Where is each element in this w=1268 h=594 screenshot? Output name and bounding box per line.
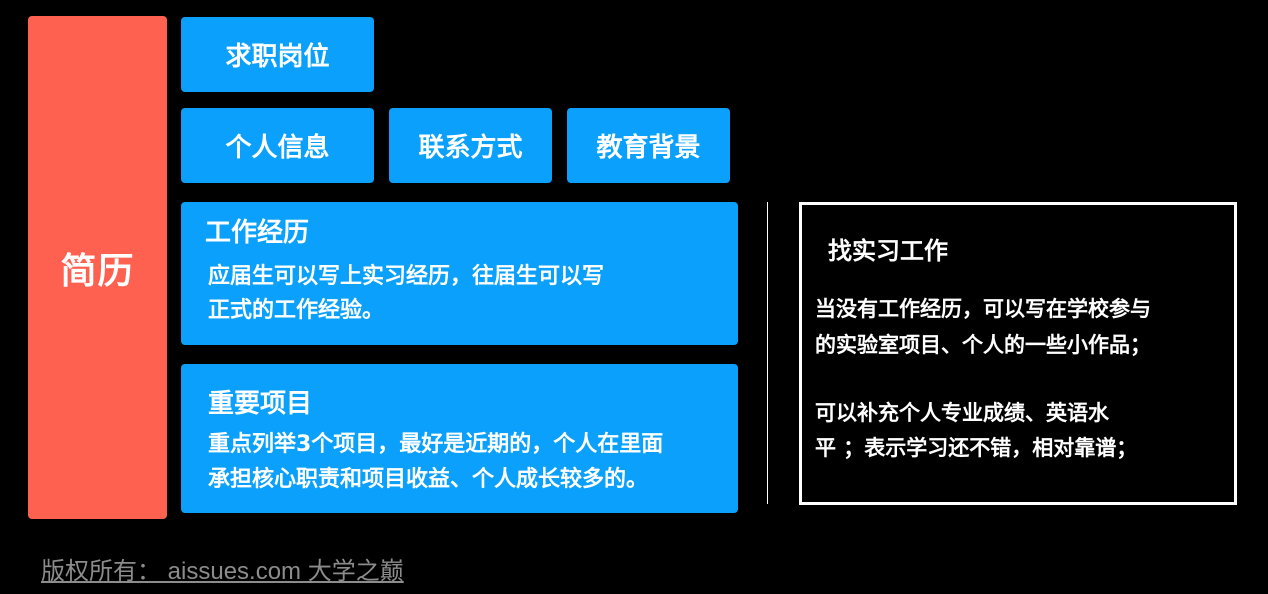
personal-info-tile: 个人信息 <box>181 108 374 183</box>
internship-note-line-2: 的实验室项目、个人的一些小作品； <box>815 333 1151 357</box>
internship-note-box: 找实习工作 当没有工作经历，可以写在学校参与 的实验室项目、个人的一些小作品； … <box>799 202 1237 505</box>
key-projects-line-2: 承担核心职责和项目收益、个人成长较多的。 <box>208 467 649 492</box>
divider-line <box>767 202 768 504</box>
key-projects-panel: 重要项目 重点列举3个项目，最好是近期的，个人在里面 承担核心职责和项目收益、个… <box>181 364 738 513</box>
work-experience-title: 工作经历 <box>205 218 310 248</box>
key-projects-line-1: 重点列举3个项目，最好是近期的，个人在里面 <box>208 432 664 457</box>
key-projects-title: 重要项目 <box>208 389 313 419</box>
work-experience-line-1: 应届生可以写上实习经历，往届生可以写 <box>208 264 605 289</box>
copyright-footer: 版权所有： aissues.com 大学之巅 <box>41 558 404 585</box>
internship-note-line-1: 当没有工作经历，可以写在学校参与 <box>815 297 1151 321</box>
work-experience-line-2: 正式的工作经验。 <box>208 298 385 323</box>
internship-note-line-3: 可以补充个人专业成绩、英语水 <box>815 401 1109 425</box>
job-position-tile: 求职岗位 <box>181 17 374 92</box>
education-tile: 教育背景 <box>567 108 730 183</box>
internship-note-line-4: 平 ；表示学习还不错，相对靠谱； <box>815 436 1138 460</box>
internship-note-title: 找实习工作 <box>828 237 948 265</box>
contact-tile: 联系方式 <box>389 108 552 183</box>
work-experience-panel: 工作经历 应届生可以写上实习经历，往届生可以写 正式的工作经验。 <box>181 202 738 345</box>
resume-label: 简历 <box>60 250 135 292</box>
resume-main-block: 简历 <box>28 16 167 519</box>
